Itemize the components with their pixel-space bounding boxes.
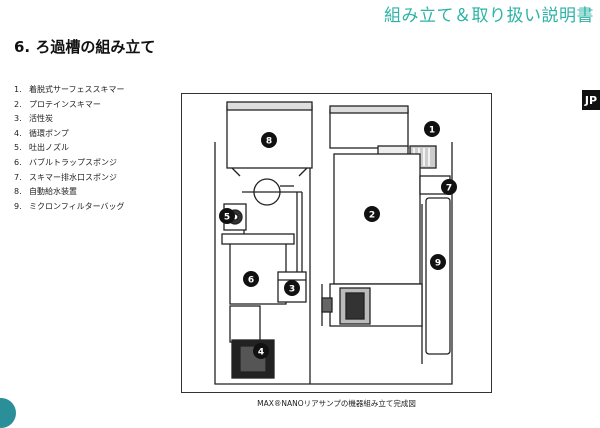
return-nozzle — [223, 178, 302, 231]
circulation-pump — [229, 305, 275, 379]
header-title: 組み立て＆取り扱い説明書 — [384, 6, 594, 26]
diagram-caption: MAX®NANOリアサンプの機器組み立て完成図 — [257, 399, 416, 408]
part-marker-7: 7 — [441, 179, 457, 195]
section-title: 6. ろ過槽の組み立て — [14, 38, 156, 56]
list-item: 7.スキマー排水口スポンジ — [14, 172, 117, 182]
list-item: 8.自動給水装置 — [14, 187, 77, 197]
part-marker-5: 5 — [219, 208, 235, 224]
part-marker-1: 1 — [424, 121, 440, 137]
sump-diagram-drawing: 1 2 3 4 5 6 7 8 — [214, 101, 457, 385]
svg-text:3: 3 — [289, 285, 295, 295]
svg-text:1: 1 — [429, 126, 435, 136]
parts-list: 1.着脱式サーフェススキマー 2.プロテインスキマー 3.活性炭 4.循環ポンプ… — [14, 83, 125, 214]
list-item: 5.吐出ノズル — [14, 143, 69, 153]
language-badge: JP — [582, 90, 600, 110]
bubble-trap-sponge — [221, 233, 295, 305]
list-item: 4.循環ポンプ — [14, 128, 69, 138]
list-item: 9.ミクロンフィルターバッグ — [14, 201, 125, 211]
sump-diagram: 1 2 3 4 5 6 7 8 — [181, 93, 492, 393]
sump-wall — [214, 142, 453, 385]
list-item: 6.バブルトラップスポンジ — [14, 157, 117, 167]
part-marker-8: 8 — [261, 132, 277, 148]
svg-text:9: 9 — [435, 259, 441, 269]
part-marker-4: 4 — [253, 343, 269, 359]
svg-text:8: 8 — [266, 137, 272, 147]
protein-skimmer — [321, 153, 423, 327]
part-marker-6: 6 — [243, 271, 259, 287]
svg-text:2: 2 — [369, 211, 375, 221]
surface-skimmer — [329, 105, 437, 169]
svg-text:5: 5 — [224, 213, 230, 223]
list-item: 1.着脱式サーフェススキマー — [14, 85, 125, 94]
brand-logo — [0, 398, 16, 428]
part-marker-2: 2 — [364, 206, 380, 222]
micron-filter-bag — [425, 197, 451, 355]
part-marker-3: 3 — [284, 280, 300, 296]
list-item: 2.プロテインスキマー — [14, 99, 101, 109]
part-marker-9: 9 — [430, 254, 446, 270]
list-item: 3.活性炭 — [14, 114, 53, 124]
svg-text:7: 7 — [446, 184, 452, 194]
svg-text:4: 4 — [258, 348, 264, 358]
svg-text:6: 6 — [248, 276, 254, 286]
